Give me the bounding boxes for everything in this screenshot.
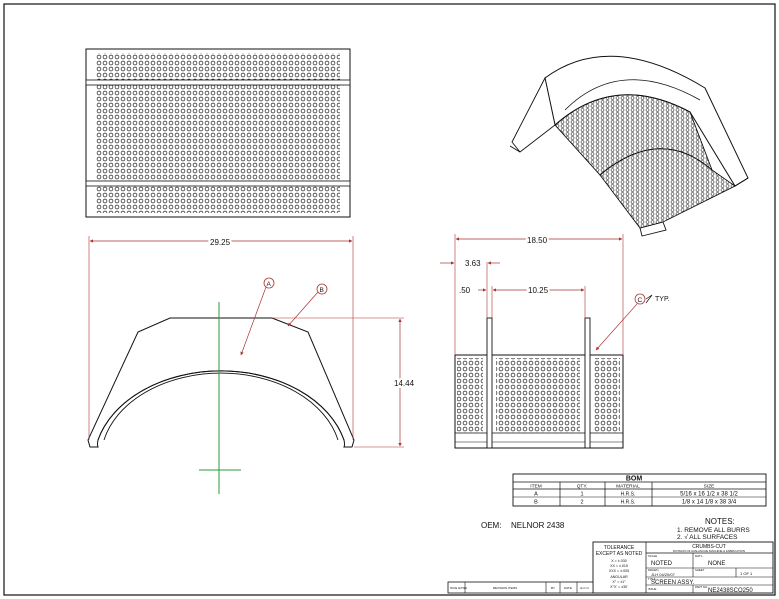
sheet-value: 1 OF 1 bbox=[740, 571, 753, 576]
bom-row-b-size: 1/8 x 14 1/8 x 38 3/4 bbox=[682, 500, 737, 506]
revision-strip: ISSUE LETTER REVISION ITEMS BY DATE E.C.… bbox=[447, 581, 594, 594]
scale-label: SCALE bbox=[648, 554, 657, 558]
bom-row-b-qty: 2 bbox=[580, 500, 583, 506]
bom-header-material: MATERIAL bbox=[616, 484, 640, 490]
bom-row-b-material: H.R.S. bbox=[621, 500, 636, 506]
bom-row-b-item: B bbox=[534, 500, 538, 506]
bom-row-a-material: H.R.S. bbox=[621, 492, 636, 498]
tolerance-1: X = ±.030 bbox=[611, 559, 626, 563]
date-label: DATE bbox=[564, 586, 572, 590]
drawn-value: JLH 04/20/07 bbox=[651, 572, 676, 577]
dim-overall-width: 29.25 bbox=[210, 238, 231, 247]
front-view: 29.25 14.44 A B bbox=[87, 236, 417, 494]
callout-a: A bbox=[267, 281, 272, 288]
side-view: 18.50 3.63 .50 10.25 C TYP. bbox=[440, 234, 670, 449]
oem-value: NELNOR 2438 bbox=[511, 521, 565, 530]
oem-label: OEM: bbox=[481, 521, 501, 530]
tolerance-2: XX = ±.015 bbox=[610, 564, 628, 568]
scale-value: NOTED bbox=[651, 561, 673, 567]
callout-c: C bbox=[638, 297, 643, 304]
callout-typ: TYP. bbox=[655, 296, 670, 303]
top-view-rib-upper bbox=[85, 79, 351, 86]
notes-item-2: 2. √ ALL SURFACES bbox=[677, 533, 738, 541]
isometric-view bbox=[509, 55, 749, 237]
tolerance-title: TOLERANCE bbox=[604, 545, 635, 551]
title-label: TITLE bbox=[648, 577, 656, 581]
company-name: CRUMBS-CUT bbox=[692, 544, 726, 550]
dim-height: 14.44 bbox=[394, 379, 415, 388]
material-value: NONE bbox=[708, 561, 725, 567]
notes-title: NOTES: bbox=[705, 517, 735, 526]
dim-0-50: .50 bbox=[459, 286, 471, 295]
company-division: DIVISION OF AVALANCHE MACHINE & FABRICAT… bbox=[673, 549, 745, 553]
bom-header-size: SIZE bbox=[704, 484, 715, 490]
side-rib-left bbox=[486, 317, 493, 449]
title-value: SCREEN ASSY. bbox=[651, 580, 695, 586]
tolerance-sub: EXCEPT AS NOTED bbox=[596, 551, 643, 557]
sheet-border bbox=[3, 3, 776, 596]
bom-row-a-qty: 1 bbox=[580, 492, 583, 498]
top-view-rib-lower bbox=[85, 180, 351, 187]
angular-2: X°X' = ±30' bbox=[610, 585, 628, 589]
dim-10-25: 10.25 bbox=[528, 286, 549, 295]
drawn-label: DRAWN bbox=[648, 568, 658, 572]
tolerance-3: XXX = ±.005 bbox=[609, 569, 629, 573]
bom-row-a-size: 5/16 x 16 1/2 x 38 1/2 bbox=[680, 492, 738, 498]
material-label: MAT'L bbox=[695, 554, 703, 558]
bom-header-item: ITEM bbox=[530, 484, 541, 490]
by-label: BY bbox=[551, 586, 555, 590]
issue-label-small: ISSUE bbox=[648, 587, 657, 591]
bom-header-qty: QTY. bbox=[577, 484, 588, 490]
sheet-label: SHEET bbox=[695, 568, 705, 572]
callout-b: B bbox=[320, 287, 324, 294]
eco-label: E.C.O. bbox=[580, 586, 589, 590]
part-label: PART NO. bbox=[695, 585, 708, 589]
title-block: CRUMBS-CUT DIVISION OF AVALANCHE MACHINE… bbox=[592, 541, 774, 594]
angular-1: X° = ±1° bbox=[612, 580, 626, 584]
part-value: NE2438SCO250 bbox=[708, 588, 753, 594]
bom-row-a-item: A bbox=[534, 492, 538, 498]
notes-item-1: 1. REMOVE ALL BURRS bbox=[677, 527, 750, 534]
dim-3-63: 3.63 bbox=[465, 259, 481, 268]
bom-table: BOM ITEM QTY. MATERIAL SIZE A 1 H.R.S. 5… bbox=[512, 473, 767, 507]
revision-items-label: REVISION ITEMS bbox=[493, 586, 517, 590]
bom-title: BOM bbox=[626, 476, 643, 483]
issue-letter-label: ISSUE LETTER bbox=[450, 587, 467, 590]
side-rib-right bbox=[584, 317, 591, 449]
top-view bbox=[85, 48, 351, 218]
dim-overall-length: 18.50 bbox=[527, 236, 548, 245]
angular-title: ANGULAR bbox=[610, 575, 628, 579]
